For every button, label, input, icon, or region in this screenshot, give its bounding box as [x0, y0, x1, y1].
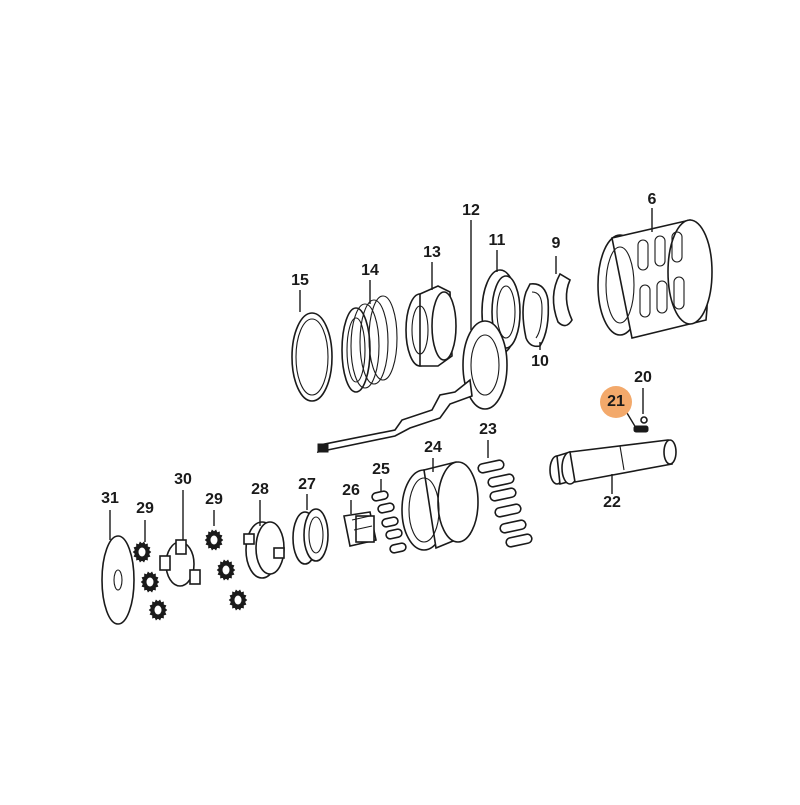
part-27-ring[interactable]: [292, 508, 329, 565]
part-23-rollers[interactable]: [477, 459, 533, 548]
callout-27[interactable]: 27: [298, 476, 316, 493]
part-9-snap-ring[interactable]: [552, 272, 573, 327]
needle-roller: [499, 519, 527, 534]
planet-gear: [228, 589, 248, 611]
part-14-spring[interactable]: [341, 295, 398, 393]
callout-26[interactable]: 26: [342, 482, 360, 499]
planet-gear: [216, 559, 236, 581]
needle-roller: [477, 459, 505, 474]
small-roller: [377, 502, 395, 514]
part-10-wave-washer[interactable]: [522, 283, 550, 348]
part-20-ball[interactable]: [640, 416, 648, 424]
callout-14[interactable]: 14: [361, 262, 379, 279]
part-25-rollers[interactable]: [371, 490, 407, 554]
callout-20[interactable]: 20: [634, 369, 652, 386]
needle-roller: [494, 503, 522, 518]
part-12-lever-plate[interactable]: [316, 320, 508, 454]
callout-9[interactable]: 9: [551, 235, 561, 252]
callout-22[interactable]: 22: [603, 494, 621, 511]
callout-13[interactable]: 13: [423, 244, 441, 261]
small-roller: [385, 528, 403, 540]
callout-29-left[interactable]: 29: [136, 500, 154, 517]
small-roller: [371, 490, 389, 502]
leader-lines: [109, 208, 653, 542]
callout-28[interactable]: 28: [251, 481, 269, 498]
planet-gear: [148, 599, 168, 621]
callout-11[interactable]: 11: [488, 232, 506, 249]
needle-roller: [487, 473, 515, 488]
part-22-spindle[interactable]: [549, 439, 677, 486]
callout-21-highlighted[interactable]: 21: [600, 386, 632, 418]
part-13-clutch-cup[interactable]: [405, 285, 457, 367]
callout-23[interactable]: 23: [479, 421, 497, 438]
part-26-gear-block[interactable]: [343, 511, 377, 547]
callout-29-right[interactable]: 29: [205, 491, 223, 508]
small-roller: [389, 542, 407, 554]
small-roller: [381, 516, 399, 528]
part-15-washer[interactable]: [291, 312, 333, 402]
callout-25[interactable]: 25: [372, 461, 390, 478]
callout-30[interactable]: 30: [174, 471, 192, 488]
needle-roller: [489, 487, 517, 502]
part-30-carrier[interactable]: [159, 539, 201, 587]
callout-6[interactable]: 6: [647, 191, 657, 208]
planet-gear: [140, 571, 160, 593]
planet-gear: [204, 529, 224, 551]
needle-roller: [505, 533, 533, 548]
part-24-ring-gear[interactable]: [401, 461, 479, 551]
callout-24[interactable]: 24: [424, 439, 442, 456]
part-6-housing[interactable]: [597, 219, 713, 339]
callout-31[interactable]: 31: [101, 490, 119, 507]
callout-12[interactable]: 12: [462, 202, 480, 219]
part-29-planet-gears[interactable]: [132, 529, 248, 621]
part-31-washer[interactable]: [101, 535, 135, 625]
part-21-pin[interactable]: [633, 425, 649, 433]
part-28-carrier[interactable]: [243, 521, 285, 579]
callout-15[interactable]: 15: [291, 272, 309, 289]
planet-gear: [132, 541, 152, 563]
callout-10[interactable]: 10: [531, 353, 549, 370]
